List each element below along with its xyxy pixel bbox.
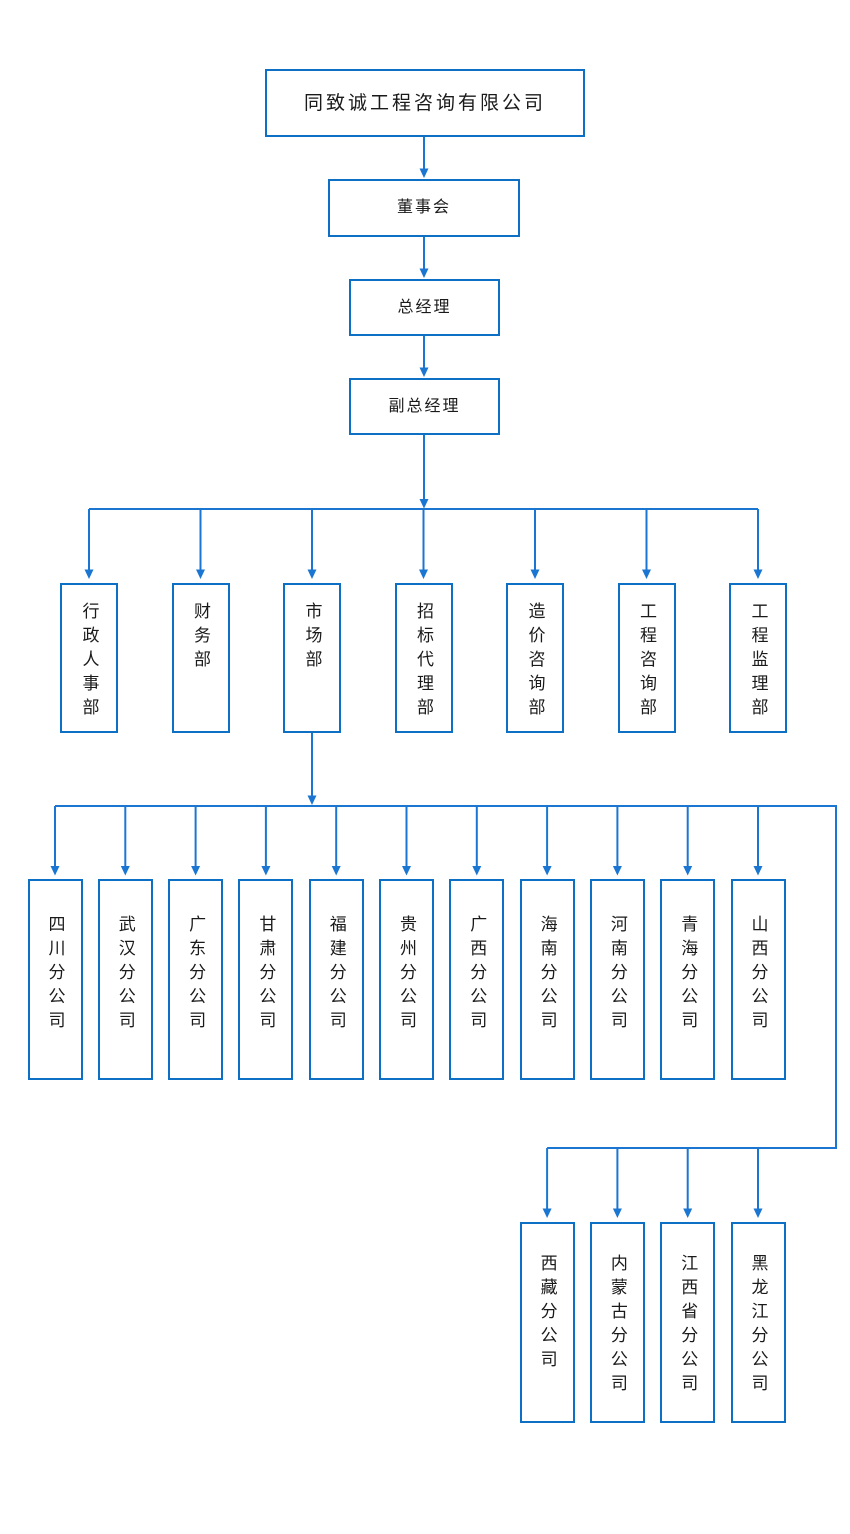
node-branch-hainan-label: 海南分公司: [537, 915, 557, 1035]
node-dept-marketing: 市场部: [283, 583, 341, 733]
arrowhead: [753, 1208, 763, 1218]
node-dept-bidding-agency: 招标代理部: [394, 583, 453, 733]
arrowhead: [84, 569, 94, 579]
node-dept-admin-hr: 行政人事部: [60, 583, 118, 733]
arrowhead: [307, 795, 317, 805]
arrowhead: [542, 866, 552, 876]
node-dept-cost-consulting-label: 造价咨询部: [525, 602, 545, 722]
arrowhead: [472, 866, 482, 876]
node-branch-sichuan: 四川分公司: [27, 879, 83, 1080]
node-general-manager: 总经理: [349, 279, 500, 336]
arrowhead: [331, 866, 341, 876]
node-branch-tibet-label: 西藏分公司: [537, 1254, 557, 1374]
node-dept-engineering-supervision-label: 工程监理部: [748, 602, 768, 722]
node-dept-bidding-agency-label: 招标代理部: [414, 602, 433, 722]
node-branch-henan-label: 河南分公司: [607, 915, 627, 1035]
node-branch-shanxi-label: 山西分公司: [748, 915, 768, 1035]
node-board-label: 董事会: [396, 199, 451, 216]
node-dept-cost-consulting: 造价咨询部: [506, 583, 564, 733]
node-branch-gansu-label: 甘肃分公司: [256, 915, 276, 1035]
node-dept-admin-hr-label: 行政人事部: [79, 602, 99, 722]
arrowhead: [261, 866, 271, 876]
node-branch-qinghai-label: 青海分公司: [678, 915, 698, 1035]
node-branch-guangdong: 广东分公司: [168, 879, 224, 1080]
arrowhead: [307, 569, 317, 579]
arrowhead: [642, 569, 651, 579]
node-branch-guizhou: 贵州分公司: [379, 879, 434, 1080]
node-branch-qinghai: 青海分公司: [660, 879, 716, 1080]
node-branch-wuhan-label: 武汉分公司: [115, 915, 135, 1035]
node-branch-guangxi-label: 广西分公司: [467, 915, 487, 1035]
arrowhead: [683, 1208, 693, 1218]
node-general-manager-label: 总经理: [397, 298, 452, 316]
branch-rail: [55, 805, 837, 1149]
node-branch-tibet: 西藏分公司: [519, 1222, 575, 1423]
node-branch-heilongjiang: 黑龙江分公司: [730, 1222, 786, 1423]
arrowhead: [196, 569, 205, 579]
node-dept-finance-label: 财务部: [191, 602, 210, 674]
arrowhead: [753, 866, 763, 876]
arrowhead: [120, 866, 130, 876]
arrowhead: [542, 1208, 552, 1218]
node-branch-fujian-label: 福建分公司: [326, 915, 346, 1035]
node-dept-engineering-consulting-label: 工程咨询部: [637, 602, 656, 722]
node-deputy-general-manager: 副总经理: [349, 378, 500, 435]
node-branch-fujian: 福建分公司: [308, 879, 364, 1080]
node-branch-guizhou-label: 贵州分公司: [397, 915, 416, 1035]
arrowhead: [419, 367, 429, 377]
node-branch-shanxi: 山西分公司: [730, 879, 786, 1080]
node-branch-inner-mongolia-label: 内蒙古分公司: [607, 1254, 627, 1398]
node-branch-gansu: 甘肃分公司: [238, 879, 294, 1080]
node-branch-heilongjiang-label: 黑龙江分公司: [748, 1254, 768, 1398]
node-branch-guangxi: 广西分公司: [449, 879, 505, 1080]
arrowhead: [419, 499, 429, 509]
node-branch-guangdong-label: 广东分公司: [186, 915, 206, 1035]
node-dept-engineering-consulting: 工程咨询部: [617, 583, 676, 733]
node-company-label: 同致诚工程咨询有限公司: [303, 92, 546, 114]
node-branch-hainan: 海南分公司: [519, 879, 575, 1080]
arrowhead: [191, 866, 201, 876]
node-branch-sichuan-label: 四川分公司: [45, 915, 65, 1035]
node-dept-marketing-label: 市场部: [302, 602, 322, 674]
node-company: 同致诚工程咨询有限公司: [265, 69, 585, 137]
node-branch-henan: 河南分公司: [589, 879, 645, 1080]
arrowhead: [50, 866, 60, 876]
node-branch-wuhan: 武汉分公司: [97, 879, 153, 1080]
node-branch-inner-mongolia: 内蒙古分公司: [589, 1222, 645, 1423]
arrowhead: [683, 866, 693, 876]
arrowhead: [753, 569, 763, 579]
arrowhead: [419, 168, 429, 178]
arrowhead: [612, 1208, 622, 1218]
node-branch-jiangxi: 江西省分公司: [660, 1222, 716, 1423]
node-dept-engineering-supervision: 工程监理部: [729, 583, 787, 733]
arrowhead: [612, 866, 622, 876]
node-board: 董事会: [328, 179, 520, 237]
arrowhead: [402, 866, 411, 876]
node-branch-jiangxi-label: 江西省分公司: [678, 1254, 698, 1398]
node-deputy-general-manager-label: 副总经理: [388, 397, 461, 415]
arrowhead: [530, 569, 540, 579]
arrowhead: [419, 569, 428, 579]
arrowhead: [419, 268, 429, 278]
node-dept-finance: 财务部: [171, 583, 230, 733]
